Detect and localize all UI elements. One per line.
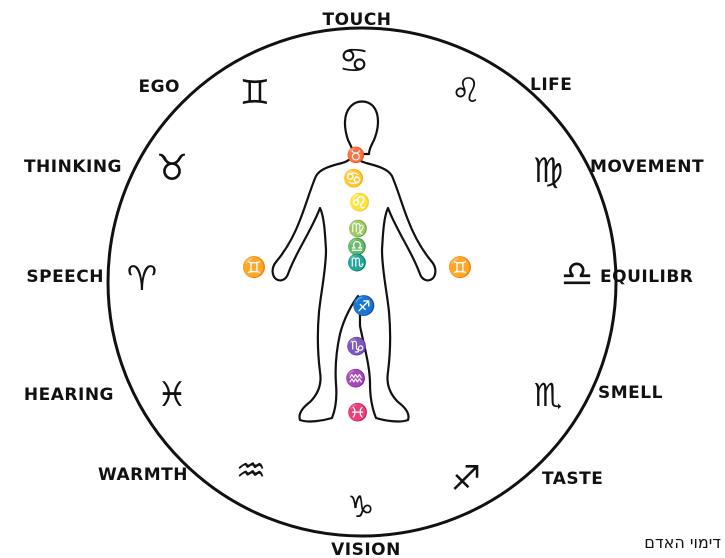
body-taurus-icon: ♉ bbox=[347, 146, 366, 164]
label-thinking: THINKING bbox=[24, 157, 122, 177]
label-speech: SPEECH bbox=[26, 267, 104, 287]
body-virgo-icon: ♍ bbox=[348, 219, 368, 238]
capricorn-icon: ♑ bbox=[348, 490, 375, 525]
body-scorpio-icon: ♏ bbox=[347, 253, 367, 272]
aquarius-icon: ♒ bbox=[236, 451, 266, 491]
label-taste: TASTE bbox=[542, 469, 603, 489]
taurus-icon: ♉ bbox=[156, 148, 188, 189]
body-cancer-icon: ♋ bbox=[343, 168, 364, 189]
label-smell: SMELL bbox=[598, 383, 663, 403]
scorpio-icon: ♏ bbox=[534, 376, 563, 414]
body-capricorn-icon: ♑ bbox=[346, 336, 367, 357]
body-leo-icon: ♌ bbox=[349, 192, 370, 213]
body-aquarius-icon: ♒ bbox=[345, 368, 366, 389]
body-sagittarius-icon: ♐ bbox=[352, 294, 376, 317]
label-life: LIFE bbox=[530, 75, 572, 95]
label-warmth: WARMTH bbox=[98, 465, 188, 485]
body-pisces-icon: ♓ bbox=[347, 402, 368, 423]
sagittarius-icon: ♐ bbox=[451, 459, 481, 499]
right-hand-gemini-icon: ♊ bbox=[448, 255, 473, 279]
gemini-icon: ♊ bbox=[240, 73, 270, 113]
aries-icon: ♈ bbox=[127, 259, 157, 299]
cancer-icon: ♋ bbox=[339, 41, 369, 81]
virgo-icon: ♍ bbox=[533, 151, 563, 191]
label-equilibrium: EQUILIBR bbox=[600, 267, 693, 287]
label-ego: EGO bbox=[138, 77, 180, 97]
label-touch: TOUCH bbox=[322, 10, 391, 30]
label-vision: VISION bbox=[331, 540, 401, 558]
libra-icon: ♎ bbox=[561, 254, 593, 295]
caption-human-image: דימוי האדם bbox=[644, 533, 721, 552]
leo-icon: ♌ bbox=[451, 71, 481, 111]
pisces-icon: ♓ bbox=[157, 375, 187, 415]
label-movement: MOVEMENT bbox=[590, 157, 704, 177]
outer-circle bbox=[108, 28, 616, 536]
label-hearing: HEARING bbox=[24, 385, 114, 405]
left-hand-gemini-icon: ♊ bbox=[242, 255, 267, 279]
